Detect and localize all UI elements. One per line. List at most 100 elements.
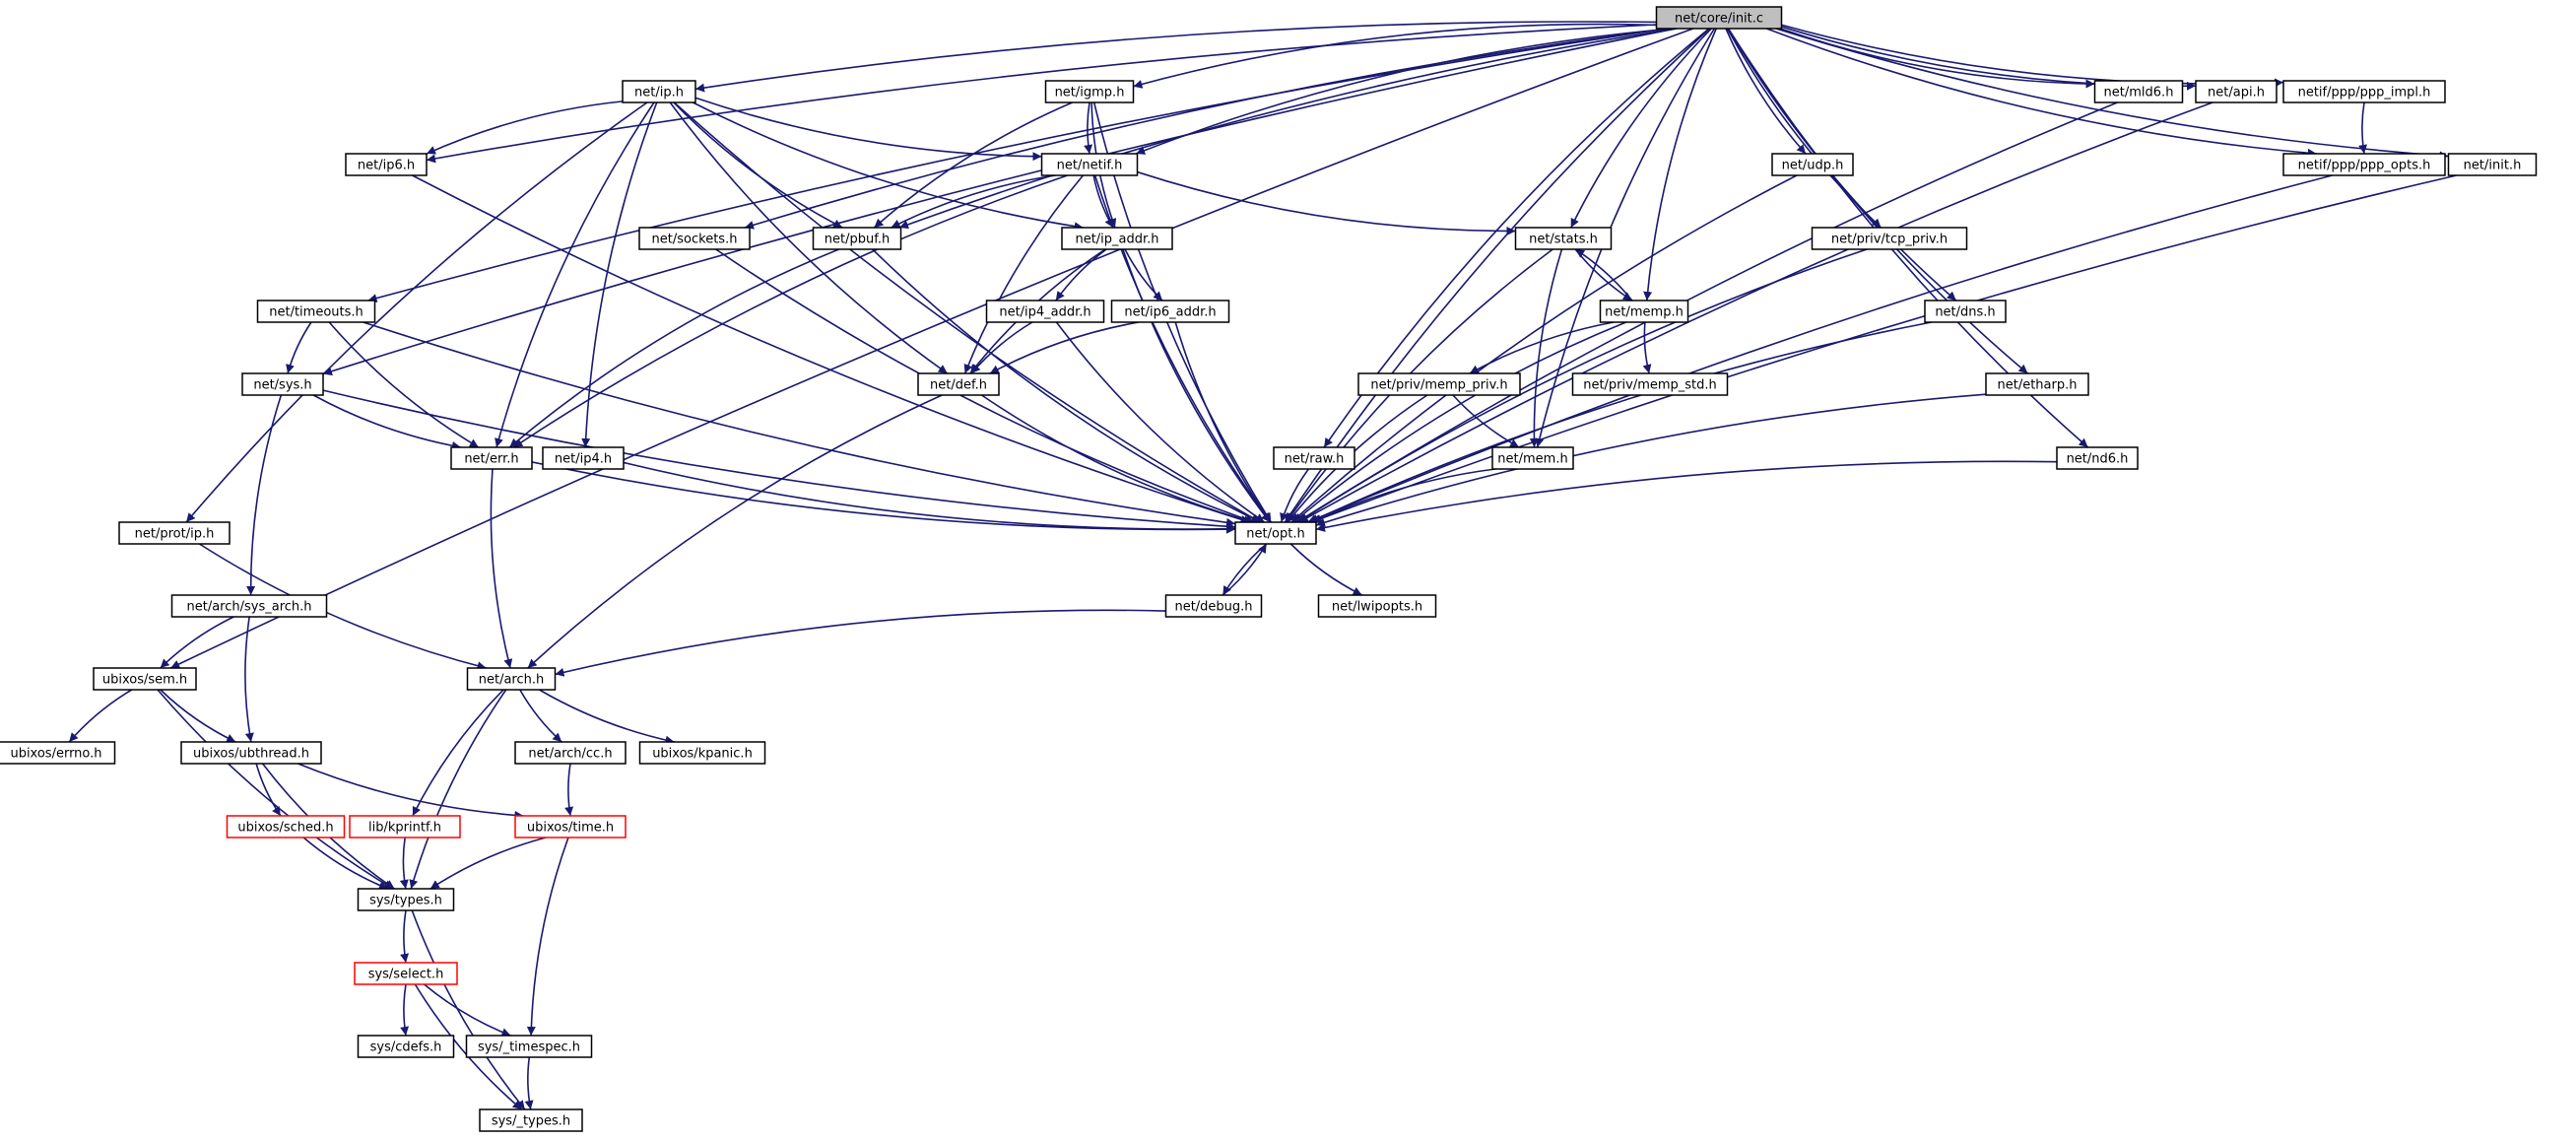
node-label: net/prot/ip.h — [135, 527, 215, 542]
node-sys-arch-h[interactable]: net/arch/sys_arch.h — [170, 594, 328, 618]
node-udp-h[interactable]: net/udp.h — [1771, 153, 1854, 176]
node-etharp-h[interactable]: net/etharp.h — [1985, 372, 2089, 396]
node-def-h[interactable]: net/def.h — [917, 372, 1000, 396]
node-ppp-opts-h[interactable]: netif/ppp/ppp_opts.h — [2282, 153, 2446, 176]
node-label: net/timeouts.h — [269, 305, 363, 320]
node-box — [466, 667, 557, 691]
node-label: net/pbuf.h — [825, 233, 890, 247]
edge-init-c-to-tcp-priv-h — [1726, 28, 1882, 229]
node-sys-h[interactable]: net/sys.h — [241, 372, 324, 396]
node-stats-h[interactable]: net/stats.h — [1514, 227, 1613, 250]
node-box — [1811, 227, 1968, 250]
node-kpanic-h[interactable]: ubixos/kpanic.h — [638, 741, 766, 765]
node-nd6-h[interactable]: net/nd6.h — [2056, 446, 2139, 470]
node-pbuf-h[interactable]: net/pbuf.h — [812, 227, 902, 250]
node-init-h[interactable]: net/init.h — [2447, 153, 2538, 176]
node-box — [93, 667, 197, 691]
edge-ppp-opts-h-to-opt-h — [1307, 174, 2333, 523]
node-types-h[interactable]: sys/types.h — [357, 888, 455, 911]
node-lwipopts-h[interactable]: net/lwipopts.h — [1317, 594, 1437, 618]
node-ip4-h[interactable]: net/ip4.h — [542, 446, 625, 470]
node-cdefs-h[interactable]: sys/cdefs.h — [357, 1035, 455, 1058]
node-label: net/igmp.h — [1055, 86, 1125, 101]
node-box — [1044, 80, 1135, 103]
node-sockets-h[interactable]: net/sockets.h — [638, 227, 751, 250]
edge-timeouts-h-to-sys-h — [286, 321, 312, 374]
node-cc-h[interactable]: net/arch/cc.h — [514, 741, 627, 765]
node-ppp-impl-h[interactable]: netif/ppp/ppp_impl.h — [2282, 80, 2446, 103]
edge-arch-h-to-cc-h — [519, 689, 562, 743]
edge-etharp-h-to-opt-h — [1315, 393, 1987, 527]
node-raw-h[interactable]: net/raw.h — [1273, 446, 1355, 470]
edge-err-h-to-arch-h — [490, 468, 513, 669]
node-init-c[interactable]: net/core/init.c — [1655, 6, 1783, 30]
node-label: net/sys.h — [253, 378, 311, 393]
node-box — [812, 227, 902, 250]
node-tcp-priv-h[interactable]: net/priv/tcp_priv.h — [1811, 227, 1968, 250]
node-memp-h[interactable]: net/memp.h — [1599, 300, 1689, 323]
node-arch-h[interactable]: net/arch.h — [466, 667, 557, 691]
edge-api-h-to-opt-h — [1298, 101, 2213, 523]
edge-ip6-h-to-opt-h — [412, 174, 1250, 524]
node-errno-h[interactable]: ubixos/errno.h — [0, 741, 116, 765]
node-label: net/arch/sys_arch.h — [186, 600, 311, 615]
node-label: net/sockets.h — [652, 233, 738, 247]
node-time-h[interactable]: ubixos/time.h — [514, 815, 627, 838]
node-label: net/priv/memp_priv.h — [1370, 378, 1507, 393]
node-opt-h[interactable]: net/opt.h — [1234, 521, 1317, 545]
edge-ip-addr-h-to-opt-h — [1122, 248, 1271, 523]
node-ip-h[interactable]: net/ip.h — [622, 80, 696, 103]
node-label: ubixos/errno.h — [10, 747, 101, 762]
node-box — [2195, 80, 2278, 103]
node-box — [638, 741, 766, 765]
node-label: sys/types.h — [369, 894, 442, 908]
edge-sys-h-to-opt-h — [322, 389, 1236, 531]
node-sched-h[interactable]: ubixos/sched.h — [226, 815, 346, 838]
edge-ip4-addr-h-to-def-h — [970, 321, 1033, 374]
edge-ip-addr-h-to-ip4-addr-h — [1055, 248, 1107, 302]
node-mem-h[interactable]: net/mem.h — [1491, 446, 1574, 470]
node-memp-std-h[interactable]: net/priv/memp_std.h — [1571, 372, 1729, 396]
node-igmp-h[interactable]: net/igmp.h — [1044, 80, 1135, 103]
edge-raw-h-to-opt-h — [1280, 468, 1310, 523]
node-debug-h[interactable]: net/debug.h — [1164, 594, 1263, 618]
node-box — [2447, 153, 2538, 176]
edge-memp-h-to-memp-priv-h — [1469, 321, 1615, 374]
edge-memp-h-to-stats-h — [1574, 248, 1633, 302]
edge-opt-h-to-debug-h — [1222, 543, 1268, 596]
node-select-h[interactable]: sys/select.h — [354, 962, 458, 985]
node-ip-addr-h[interactable]: net/ip_addr.h — [1061, 227, 1173, 250]
node-prot-ip-h[interactable]: net/prot/ip.h — [118, 521, 231, 545]
node-label: net/netif.h — [1057, 159, 1123, 173]
node-sem-h[interactable]: ubixos/sem.h — [93, 667, 197, 691]
node-dns-h[interactable]: net/dns.h — [1924, 300, 2007, 323]
edge-select-h-to-cdefs-h — [400, 983, 410, 1037]
node-ip6-addr-h[interactable]: net/ip6_addr.h — [1110, 300, 1230, 323]
node-box — [2093, 80, 2184, 103]
edge-udp-h-to-opt-h — [1290, 174, 1798, 523]
node-box — [1924, 300, 2007, 323]
edge-init-c-to-memp-h — [1643, 28, 1717, 302]
node-box — [638, 227, 751, 250]
edge-netif-h-to-def-h — [963, 174, 1085, 374]
node-box — [1040, 153, 1139, 176]
node-utypes-h[interactable]: sys/_types.h — [479, 1108, 583, 1132]
node-box — [180, 741, 322, 765]
node-label: ubixos/ubthread.h — [193, 747, 309, 762]
node-label: net/memp.h — [1605, 305, 1684, 320]
node-label: net/err.h — [464, 452, 518, 467]
node-err-h[interactable]: net/err.h — [450, 446, 533, 470]
node-api-h[interactable]: net/api.h — [2195, 80, 2278, 103]
node-ip6-h[interactable]: net/ip6.h — [345, 153, 428, 176]
edge-sockets-h-to-opt-h — [715, 248, 1255, 524]
node-kprintf-h[interactable]: lib/kprintf.h — [349, 815, 461, 838]
node-memp-priv-h[interactable]: net/priv/memp_priv.h — [1357, 372, 1521, 396]
node-ubthread-h[interactable]: ubixos/ubthread.h — [180, 741, 322, 765]
node-timespec-h[interactable]: sys/_timespec.h — [465, 1035, 593, 1058]
node-mld6-h[interactable]: net/mld6.h — [2093, 80, 2184, 103]
edge-ubthread-h-to-time-h — [297, 763, 524, 820]
node-netif-h[interactable]: net/netif.h — [1040, 153, 1139, 176]
node-timeouts-h[interactable]: net/timeouts.h — [256, 300, 376, 323]
node-ip4-addr-h[interactable]: net/ip4_addr.h — [985, 300, 1105, 323]
